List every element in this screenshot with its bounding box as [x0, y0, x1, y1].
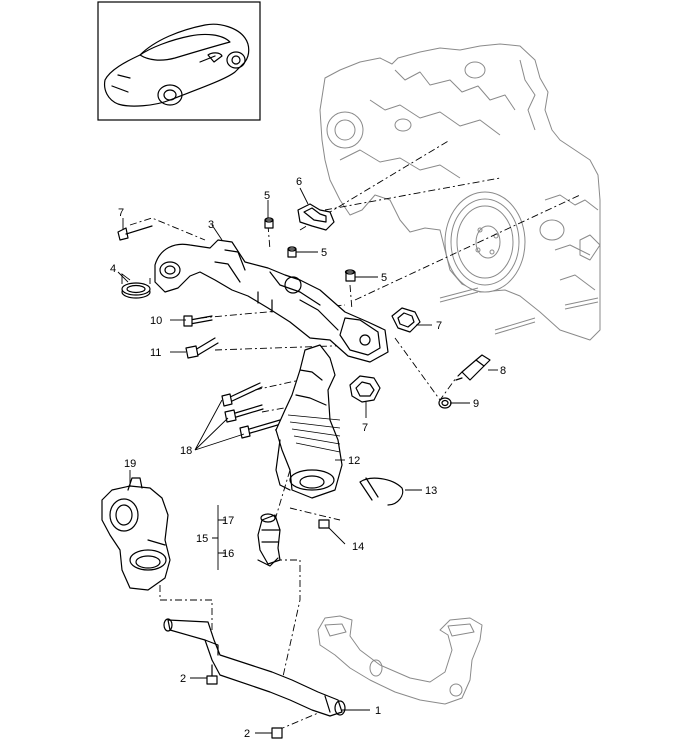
leader-lines [117, 187, 498, 734]
callout-2-lower: 2 [244, 728, 250, 740]
callout-10: 10 [150, 315, 162, 327]
bolts [125, 225, 330, 739]
callout-18: 18 [180, 445, 192, 457]
temperature-sensor-8 [455, 354, 491, 381]
callout-17: 17 [222, 515, 234, 527]
engine-block-illustration [319, 43, 601, 341]
callout-6: 6 [296, 176, 302, 188]
callout-7-right: 7 [436, 320, 442, 332]
elbow-fitting-16-17 [257, 513, 281, 567]
callout-7-left: 7 [118, 207, 124, 219]
thermostat-housing-19 [101, 477, 171, 591]
callout-9: 9 [473, 398, 479, 410]
callout-labels: 1 2 2 3 4 5 5 5 6 7 7 7 8 9 10 11 12 13 … [110, 176, 506, 740]
spring-clip-13 [359, 477, 404, 506]
callout-5-right: 5 [381, 272, 387, 284]
callout-12: 12 [348, 455, 360, 467]
callout-7-bottom: 7 [362, 422, 368, 434]
gasket-6 [297, 203, 335, 231]
callout-14: 14 [352, 541, 364, 553]
plug-5 [264, 217, 356, 282]
callout-19: 19 [124, 458, 136, 470]
coolant-pipe-1 [163, 618, 346, 717]
coolant-housing-12 [275, 344, 343, 499]
callout-15: 15 [196, 533, 208, 545]
callout-8: 8 [500, 365, 506, 377]
callout-13: 13 [425, 485, 437, 497]
callout-2-upper: 2 [180, 673, 186, 685]
callout-16: 16 [222, 548, 234, 560]
callout-3: 3 [208, 219, 214, 231]
car-thumbnail-icon [103, 23, 250, 107]
car-thumbnail [97, 1, 261, 121]
callout-5-middle: 5 [321, 247, 327, 259]
callout-4: 4 [110, 263, 116, 275]
callout-5-top: 5 [264, 190, 270, 202]
reference-pipe-assembly [317, 615, 483, 705]
coolant-manifold [154, 239, 389, 363]
gasket-7 [117, 227, 421, 403]
sealing-washer-9 [438, 397, 452, 409]
seal-ring-4 [121, 273, 151, 299]
callout-11: 11 [150, 347, 161, 359]
callout-1: 1 [375, 705, 381, 717]
